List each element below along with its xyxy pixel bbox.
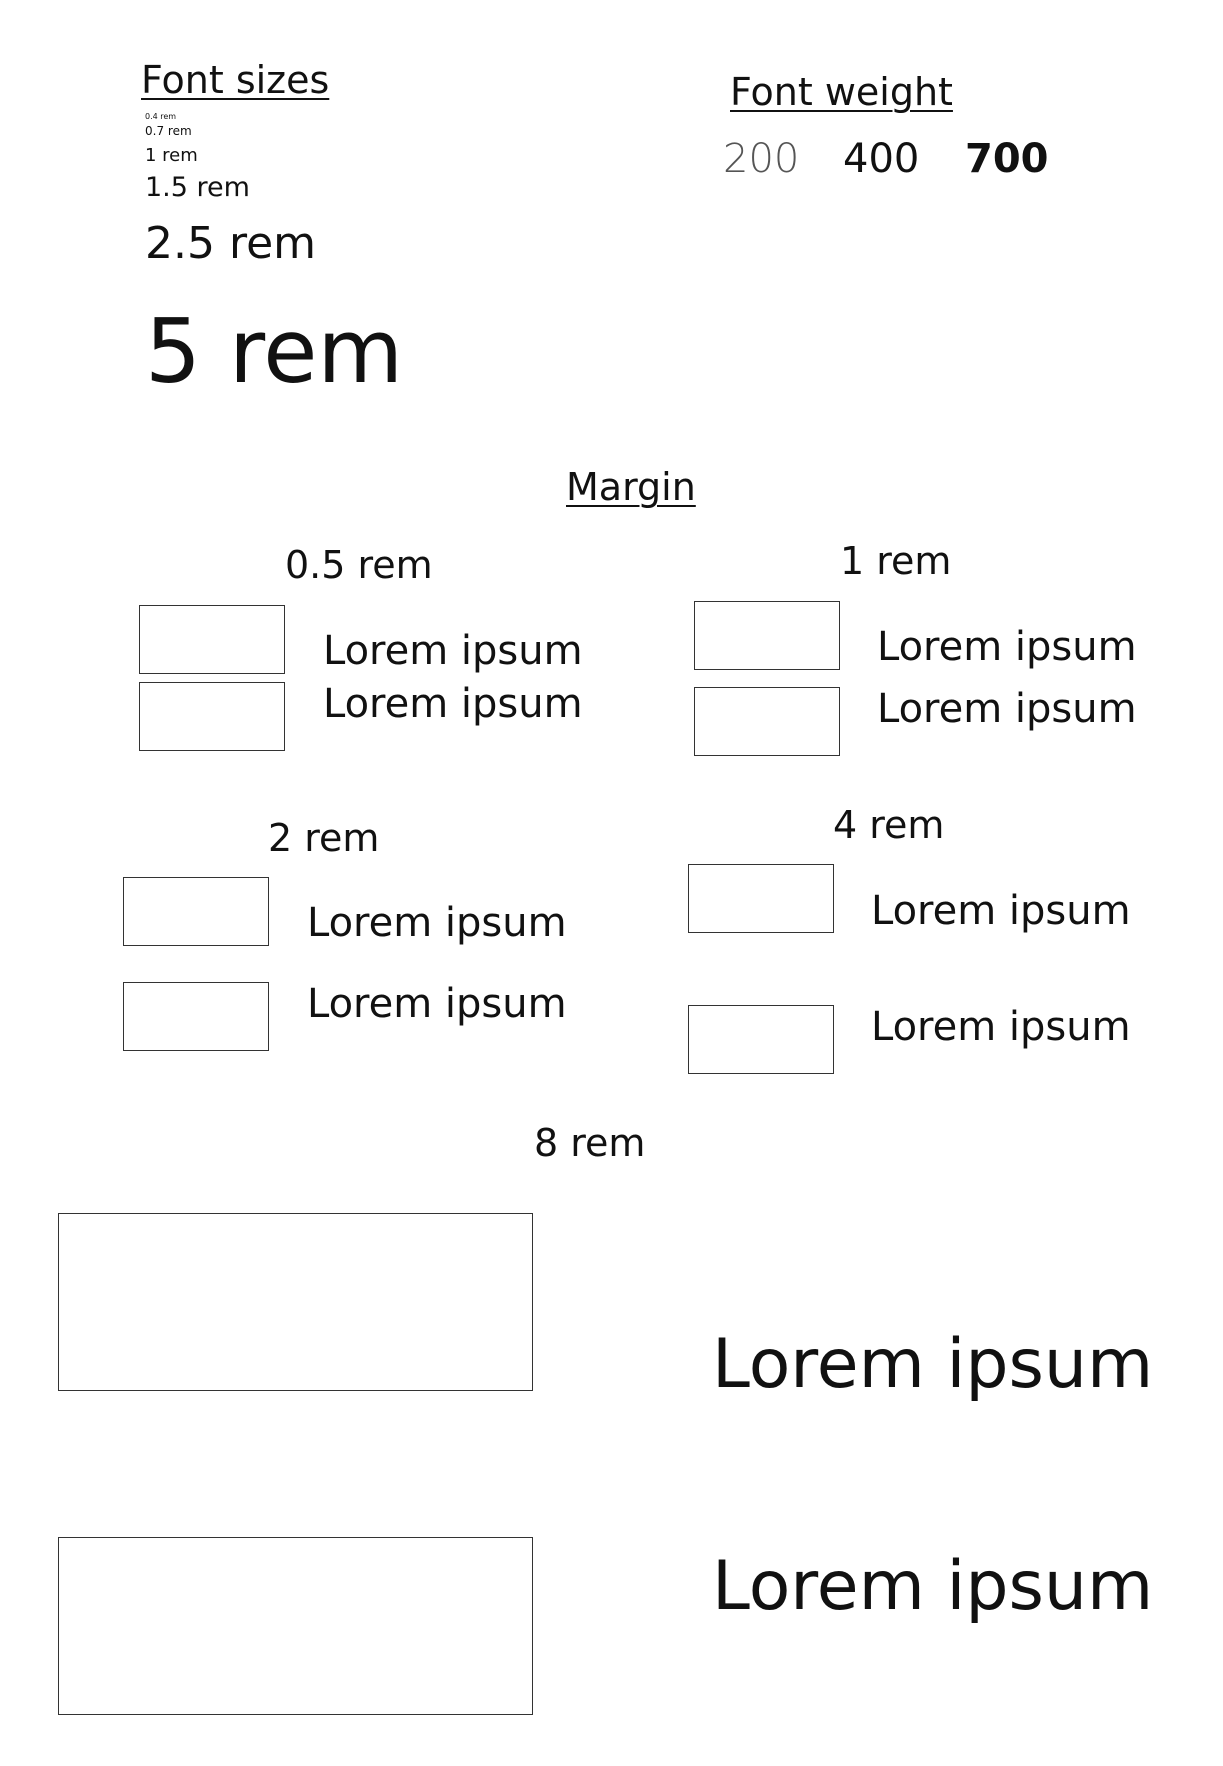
margin-label-2: 2 rem [268, 816, 380, 860]
font-weight-heading: Font weight [730, 70, 953, 114]
margin-box [694, 601, 840, 670]
margin-box [139, 605, 285, 674]
font-size-sample-0-7: 0.7 rem [145, 124, 192, 138]
margin-text-large: Lorem ipsum [712, 1547, 1154, 1626]
margin-text: Lorem ipsum [307, 981, 567, 1027]
margin-text: Lorem ipsum [877, 624, 1137, 670]
font-weight-sample-700: 700 [965, 136, 1049, 182]
font-size-sample-2-5: 2.5 rem [145, 218, 317, 269]
margin-label-8: 8 rem [534, 1121, 646, 1165]
margin-box [688, 1005, 834, 1074]
margin-text: Lorem ipsum [307, 900, 567, 946]
font-size-sample-5: 5 rem [145, 300, 404, 403]
margin-heading: Margin [566, 465, 696, 509]
font-size-sample-1-5: 1.5 rem [145, 172, 250, 203]
margin-box [123, 982, 269, 1051]
margin-text: Lorem ipsum [871, 1004, 1131, 1050]
font-sizes-heading: Font sizes [141, 58, 330, 102]
margin-text-large: Lorem ipsum [712, 1325, 1154, 1404]
margin-label-4: 4 rem [833, 803, 945, 847]
font-weight-sample-400: 400 [843, 136, 920, 182]
margin-text: Lorem ipsum [877, 686, 1137, 732]
margin-box [123, 877, 269, 946]
margin-box [688, 864, 834, 933]
margin-text: Lorem ipsum [323, 628, 583, 674]
font-size-sample-1: 1 rem [145, 145, 198, 166]
font-size-sample-0-4: 0.4 rem [145, 112, 177, 121]
margin-box [139, 682, 285, 751]
margin-box [694, 687, 840, 756]
margin-label-1: 1 rem [840, 539, 952, 583]
margin-text: Lorem ipsum [323, 681, 583, 727]
margin-box-large [58, 1537, 533, 1715]
margin-text: Lorem ipsum [871, 888, 1131, 934]
font-weight-sample-200: 200 [723, 136, 800, 182]
margin-label-0-5: 0.5 rem [285, 543, 433, 587]
margin-box-large [58, 1213, 533, 1391]
